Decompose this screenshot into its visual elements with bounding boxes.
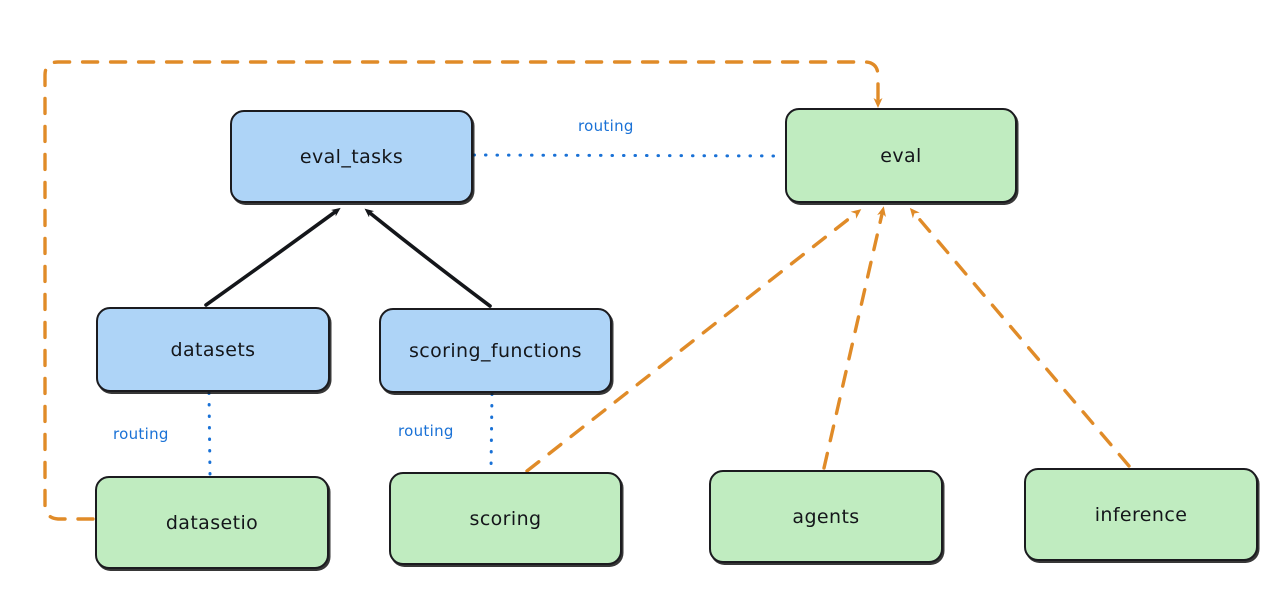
node-eval_tasks[interactable]: eval_tasks (230, 110, 473, 203)
node-datasetio[interactable]: datasetio (95, 476, 329, 569)
node-scoring_functions[interactable]: scoring_functions (379, 308, 612, 393)
node-inference[interactable]: inference (1024, 468, 1258, 561)
edge-inference-eval (909, 207, 1131, 468)
node-label: inference (1094, 503, 1188, 526)
node-label: datasetio (165, 511, 259, 534)
edge-datasets-eval_tasks (204, 207, 341, 307)
edge-datasets-datasetio (207, 391, 212, 476)
node-label: eval (880, 144, 922, 167)
edge-label-routing-eval: routing (578, 117, 634, 135)
edge-label-routing-scoring: routing (398, 422, 454, 440)
node-label: agents (792, 505, 860, 528)
node-datasets[interactable]: datasets (96, 307, 330, 392)
edge-label-routing-datasetio: routing (113, 425, 169, 443)
node-label: scoring_functions (409, 339, 582, 362)
node-agents[interactable]: agents (709, 470, 943, 563)
node-eval[interactable]: eval (785, 108, 1017, 203)
edge-datasetio-eval (43, 60, 883, 521)
node-label: eval_tasks (299, 145, 404, 168)
edge-eval_tasks-eval (472, 153, 786, 158)
edge-agents-eval (822, 206, 886, 470)
edge-scoring_functions-scoring (489, 392, 494, 472)
node-scoring[interactable]: scoring (389, 472, 622, 565)
edge-scoring-eval (525, 209, 862, 473)
node-label: datasets (170, 338, 256, 361)
edge-scoring_functions-eval_tasks (364, 208, 492, 308)
node-label: scoring (469, 507, 542, 530)
